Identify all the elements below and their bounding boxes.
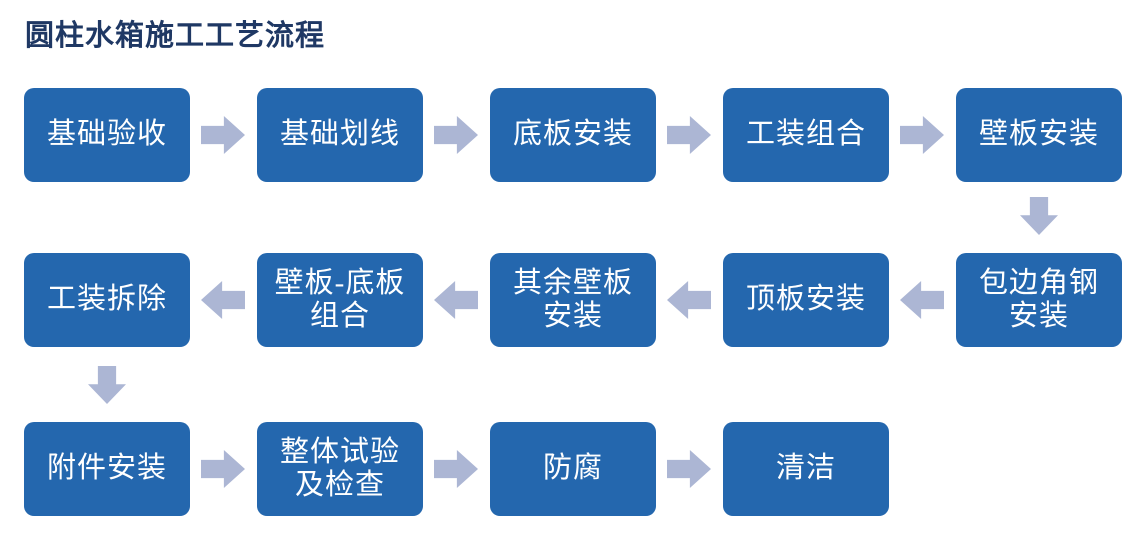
flow-step-accessories-installation: 附件安装 [24, 422, 190, 516]
arrow-left-icon [434, 281, 478, 319]
flow-step-label: 附件安装 [46, 452, 167, 485]
flow-step-wall-bottom-plate-assembly: 壁板-底板 组合 [257, 253, 423, 347]
flow-step-label: 其余壁板 [512, 266, 633, 299]
flow-step-foundation-marking: 基础划线 [257, 88, 423, 182]
flow-step-tooling-removal: 工装拆除 [24, 253, 190, 347]
flow-step-label: 工装拆除 [46, 283, 167, 316]
page-title: 圆柱水箱施工工艺流程 [25, 20, 326, 52]
flow-step-label: 壁板安装 [978, 118, 1099, 151]
flow-step-edge-angle-steel-installation: 包边角钢 安装 [956, 253, 1122, 347]
flow-step-wall-plate-installation: 壁板安装 [956, 88, 1122, 182]
arrow-left-icon [201, 281, 245, 319]
arrow-left-icon [900, 281, 944, 319]
arrow-right-icon [434, 116, 478, 154]
flow-step-label: 基础划线 [279, 118, 400, 151]
arrow-right-icon [667, 450, 711, 488]
flow-step-cleaning: 清洁 [723, 422, 889, 516]
flow-step-label: 清洁 [775, 452, 836, 485]
flow-step-label: 顶板安装 [745, 283, 866, 316]
flow-step-label: 基础验收 [46, 118, 167, 151]
flow-step-remaining-wall-plates-installation: 其余壁板 安装 [490, 253, 656, 347]
flow-step-foundation-acceptance: 基础验收 [24, 88, 190, 182]
flow-step-label: 防腐 [542, 452, 603, 485]
flow-step-label: 工装组合 [745, 118, 866, 151]
arrow-right-icon [201, 116, 245, 154]
flow-step-tooling-assembly: 工装组合 [723, 88, 889, 182]
flow-step-label: 组合 [309, 300, 370, 332]
arrow-down-icon [88, 366, 126, 404]
flow-step-label: 安装 [1008, 300, 1069, 332]
flow-step-anticorrosion: 防腐 [490, 422, 656, 516]
flow-step-label: 包边角钢 [978, 266, 1099, 299]
flow-step-bottom-plate-installation: 底板安装 [490, 88, 656, 182]
arrow-right-icon [900, 116, 944, 154]
arrow-right-icon [434, 450, 478, 488]
arrow-down-icon [1020, 197, 1058, 235]
flow-step-label: 及检查 [294, 469, 385, 501]
flow-step-label: 整体试验 [279, 435, 400, 468]
arrow-right-icon [201, 450, 245, 488]
flow-step-overall-test-inspection: 整体试验 及检查 [257, 422, 423, 516]
flow-step-label: 壁板-底板 [274, 266, 406, 299]
flow-step-label: 底板安装 [512, 118, 633, 151]
flow-step-top-plate-installation: 顶板安装 [723, 253, 889, 347]
flow-step-label: 安装 [542, 300, 603, 332]
arrow-left-icon [667, 281, 711, 319]
arrow-right-icon [667, 116, 711, 154]
